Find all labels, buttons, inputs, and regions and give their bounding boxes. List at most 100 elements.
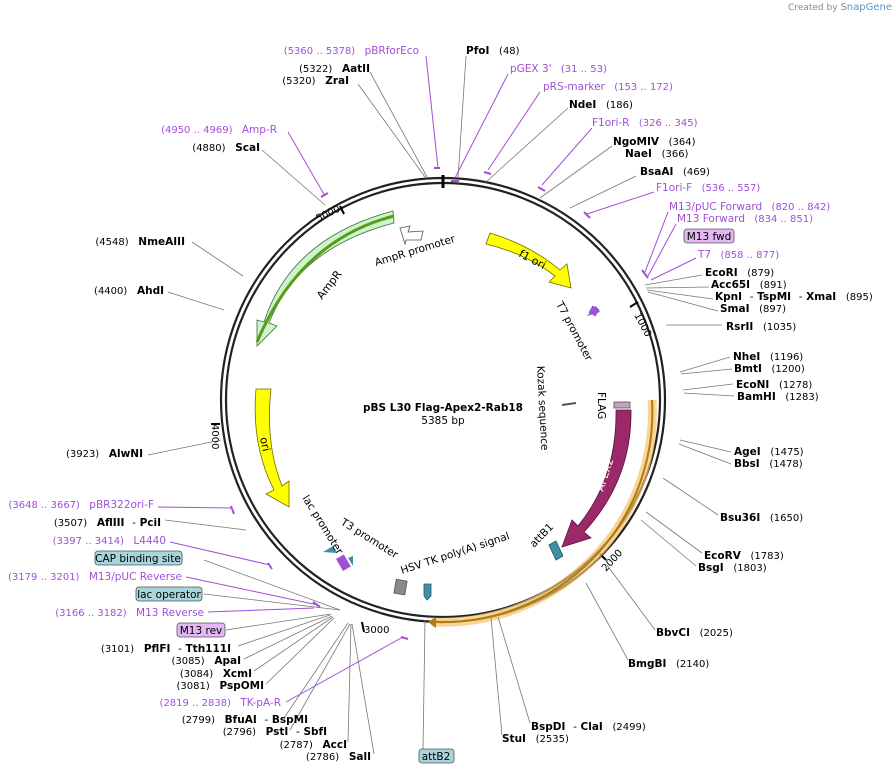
- primer-line-prs: [487, 91, 541, 171]
- site-line-pfoi: [457, 55, 467, 179]
- primer-t7[interactable]: T7 (858 .. 877): [697, 249, 779, 261]
- primer-pgex3[interactable]: pGEX 3' (31 .. 53): [510, 63, 607, 75]
- enzyme-stui[interactable]: StuI (2535): [502, 733, 569, 745]
- site-line-scai: [261, 149, 326, 206]
- enzyme-bspdi-clai[interactable]: BspDI - ClaI (2499): [531, 721, 646, 733]
- enzyme-ecori[interactable]: EcoRI (879): [705, 267, 774, 279]
- enzyme-pflfi-tth111i[interactable]: (3101) PflFI - Tth111I: [101, 643, 231, 655]
- boxed-attb2-box: [418, 748, 455, 764]
- flag-block: [613, 401, 631, 409]
- tick-1000: 1000: [631, 311, 653, 339]
- primer-pbrforeco[interactable]: (5360 .. 5378) pBRforEco: [284, 45, 419, 57]
- ori-label: ori: [257, 436, 273, 453]
- enzyme-bsaai[interactable]: BsaAI (469): [640, 166, 710, 178]
- primer-m13-reverse[interactable]: (3166 .. 3182) M13 Reverse: [55, 607, 204, 619]
- site-line-bfuai: [283, 622, 349, 719]
- enzyme-kpni-tspmi-xmai[interactable]: KpnI - TspMI - XmaI (895): [715, 291, 873, 303]
- enzyme-smai[interactable]: SmaI (897): [720, 303, 786, 315]
- site-line-ndei: [485, 107, 569, 183]
- site-line-bbvci: [606, 564, 656, 631]
- tick-5000: 5000: [314, 204, 342, 225]
- boxed-m13rev[interactable]: M13 rev: [176, 622, 226, 638]
- ampr-highlight: [255, 214, 395, 343]
- enzyme-apai[interactable]: (3085) ApaI: [171, 655, 241, 667]
- primer-f1ori-f[interactable]: F1ori-F (536 .. 557): [656, 182, 760, 194]
- primer-f1ori-r[interactable]: F1ori-R (326 .. 345): [592, 117, 698, 129]
- enzyme-nhei[interactable]: NheI (1196): [733, 351, 803, 363]
- enzyme-bmgbi[interactable]: BmgBI (2140): [628, 658, 709, 670]
- primer-l4440[interactable]: (3397 .. 3414) L4440: [53, 535, 166, 547]
- primer-tick-f1orir: [537, 186, 546, 192]
- snapgene-brand: Created by SnapGene: [788, 2, 892, 13]
- primer-line-l4440: [169, 541, 271, 566]
- enzyme-nmeaiii[interactable]: (4548) NmeAIII: [95, 236, 185, 248]
- enzyme-agei[interactable]: AgeI (1475): [734, 446, 804, 458]
- primer-tick-m13pucr: [312, 601, 321, 608]
- t3-promoter-marker: [323, 546, 337, 553]
- primer-tk-pa-r[interactable]: (2819 .. 2838) TK-pA-R: [160, 697, 281, 709]
- kozak-marker: [561, 402, 577, 406]
- boxed-attb2-label: attB2: [422, 751, 451, 763]
- enzyme-pfoi[interactable]: PfoI (48): [466, 45, 520, 57]
- tick-5000-mark: [339, 205, 345, 215]
- enzyme-sali[interactable]: (2786) SalI: [306, 751, 371, 763]
- ori-arrow[interactable]: [254, 388, 290, 508]
- enzyme-econi[interactable]: EcoNI (1278): [736, 379, 812, 391]
- enzyme-bsu36i[interactable]: Bsu36I (1650): [720, 512, 803, 524]
- site-line-bamhi: [683, 392, 735, 397]
- enzyme-bbvci[interactable]: BbvCI (2025): [656, 627, 733, 639]
- enzyme-acc65i[interactable]: Acc65I (891): [711, 279, 787, 291]
- lac-operator-marker: [348, 556, 353, 566]
- enzyme-psti-sbfi[interactable]: (2796) PstI - SbfI: [223, 726, 327, 738]
- primer-line-pgex3: [454, 73, 509, 179]
- enzyme-bfuai-bspmi[interactable]: (2799) BfuAI - BspMI: [182, 714, 308, 726]
- primer-line-m13f: [647, 223, 677, 277]
- enzyme-pspomi[interactable]: (3081) PspOMI: [177, 680, 264, 692]
- enzyme-naei[interactable]: NaeI (366): [625, 148, 689, 160]
- site-line-bbsi: [678, 443, 732, 465]
- ampr-label: AmpR: [314, 268, 345, 302]
- site-line-aatii: [369, 71, 428, 178]
- primer-m13-puc-forward[interactable]: M13/pUC Forward (820 .. 842): [669, 201, 830, 213]
- primer-m13-forward[interactable]: M13 Forward (834 .. 851): [677, 213, 813, 225]
- enzyme-ngomiv[interactable]: NgoMIV (364): [613, 136, 696, 148]
- enzyme-zrai[interactable]: (5320) ZraI: [282, 75, 349, 87]
- boxed-lac-operator[interactable]: lac operator: [135, 586, 203, 602]
- enzyme-ecorv[interactable]: EcoRV (1783): [704, 550, 784, 562]
- primer-line-m13pucr: [185, 576, 319, 606]
- enzyme-ahdi[interactable]: (4400) AhdI: [94, 285, 164, 297]
- boxed-m13fwd[interactable]: M13 fwd: [683, 228, 735, 244]
- site-line-bsgi: [640, 519, 697, 567]
- site-line-bmgbi: [585, 582, 629, 661]
- enzyme-rsrii[interactable]: RsrII (1035): [726, 321, 796, 333]
- enzyme-aatii[interactable]: (5322) AatII: [299, 63, 370, 75]
- primer-m13-puc-reverse[interactable]: (3179 .. 3201) M13/pUC Reverse: [8, 571, 182, 583]
- enzyme-scai[interactable]: (4880) ScaI: [192, 142, 260, 154]
- enzyme-xcmi[interactable]: (3084) XcmI: [180, 668, 252, 680]
- boxed-lacop-box: [135, 586, 203, 602]
- primer-prs-marker[interactable]: pRS-marker (153 .. 172): [543, 81, 673, 93]
- enzyme-bamhi[interactable]: BamHI (1283): [737, 391, 819, 403]
- enzyme-bsgi[interactable]: BsgI (1803): [698, 562, 767, 574]
- apex2-arrow[interactable]: [561, 409, 632, 548]
- f1-ori-arrow[interactable]: [485, 232, 572, 289]
- boxed-m13rev-label: M13 rev: [180, 625, 223, 637]
- boxed-attb2[interactable]: attB2: [418, 748, 455, 764]
- enzyme-ndei[interactable]: NdeI (186): [569, 99, 633, 111]
- tick-3000-mark: [361, 621, 365, 633]
- primer-amp-r[interactable]: (4950 .. 4969) Amp-R: [161, 124, 277, 136]
- enzyme-bbsi[interactable]: BbsI (1478): [734, 458, 803, 470]
- ampr-promoter-arrow: [399, 225, 424, 246]
- ampr-arrow[interactable]: [256, 210, 395, 347]
- enzyme-afliii-pcii[interactable]: (3507) AflIII - PciI: [54, 517, 161, 529]
- tick-4000: 4000: [209, 424, 220, 449]
- enzyme-acci[interactable]: (2787) AccI: [280, 739, 347, 751]
- boxed-cap-binding-site[interactable]: CAP binding site: [94, 550, 183, 566]
- brand-prefix: Created by: [788, 3, 838, 13]
- primer-pbr322ori-f[interactable]: (3648 .. 3667) pBR322ori-F: [9, 499, 154, 511]
- site-line-m13rev: [225, 613, 332, 631]
- enzyme-bmti[interactable]: BmtI (1200): [734, 363, 805, 375]
- site-line-sali: [351, 623, 375, 755]
- enzyme-alwni[interactable]: (3923) AlwNI: [66, 448, 143, 460]
- boxed-m13fwd-box: [683, 228, 735, 244]
